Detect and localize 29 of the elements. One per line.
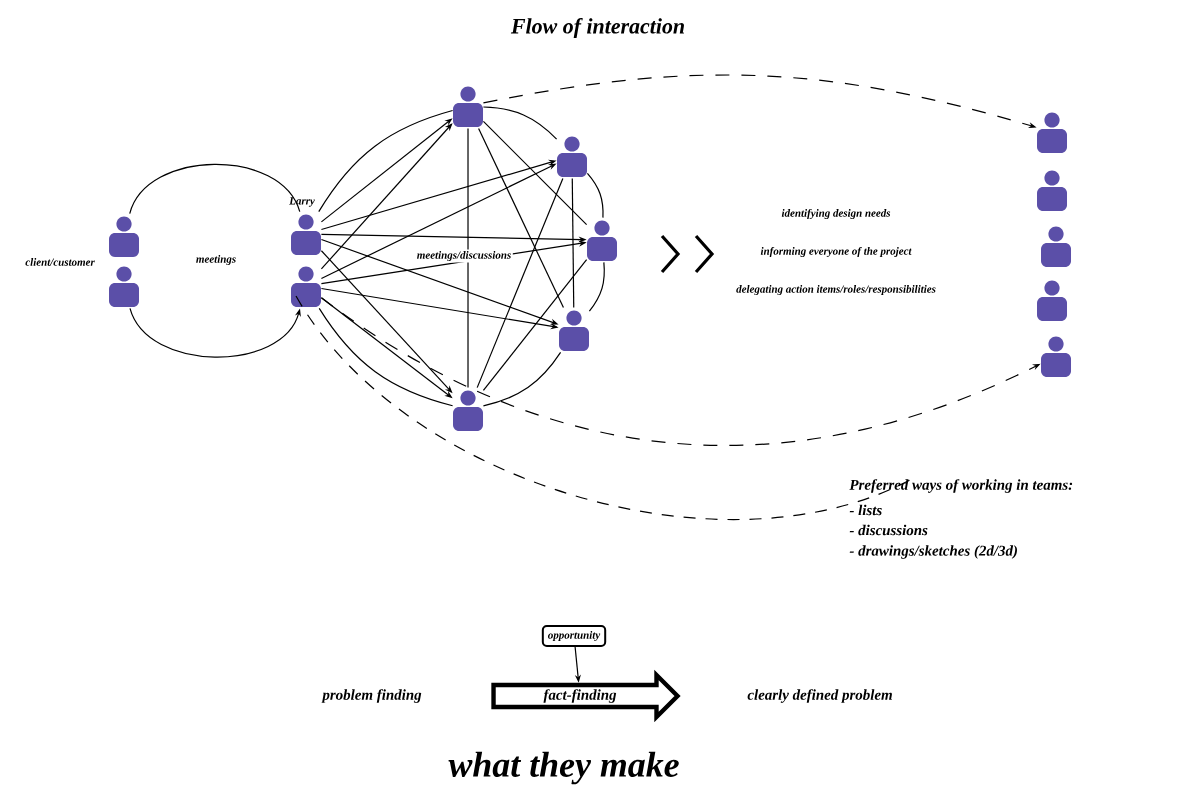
connector <box>129 163 301 215</box>
person-icon <box>291 266 321 307</box>
connector <box>129 307 301 358</box>
caption: what they make <box>448 751 679 785</box>
person-icon <box>1037 112 1067 153</box>
person-icon <box>1041 336 1071 377</box>
person-icon <box>453 390 483 431</box>
diagram-title: Flow of interaction <box>510 17 685 39</box>
connector <box>467 127 469 389</box>
person-icon <box>109 216 139 257</box>
connector <box>482 351 562 407</box>
connector <box>476 177 564 389</box>
person-icon <box>1041 226 1071 267</box>
connector <box>586 172 604 219</box>
person-icon <box>1037 280 1067 321</box>
connector <box>588 261 605 312</box>
connector <box>478 127 565 309</box>
person-icon <box>109 266 139 307</box>
connector <box>482 120 588 226</box>
person-icon <box>557 136 587 177</box>
connector <box>482 258 588 392</box>
person-icon <box>559 310 589 351</box>
person-icon <box>291 214 321 255</box>
person-icon <box>453 86 483 127</box>
person-icon <box>587 220 617 261</box>
connector <box>320 123 453 270</box>
connector <box>571 177 575 309</box>
connector <box>482 106 558 140</box>
person-icon <box>1037 170 1067 211</box>
